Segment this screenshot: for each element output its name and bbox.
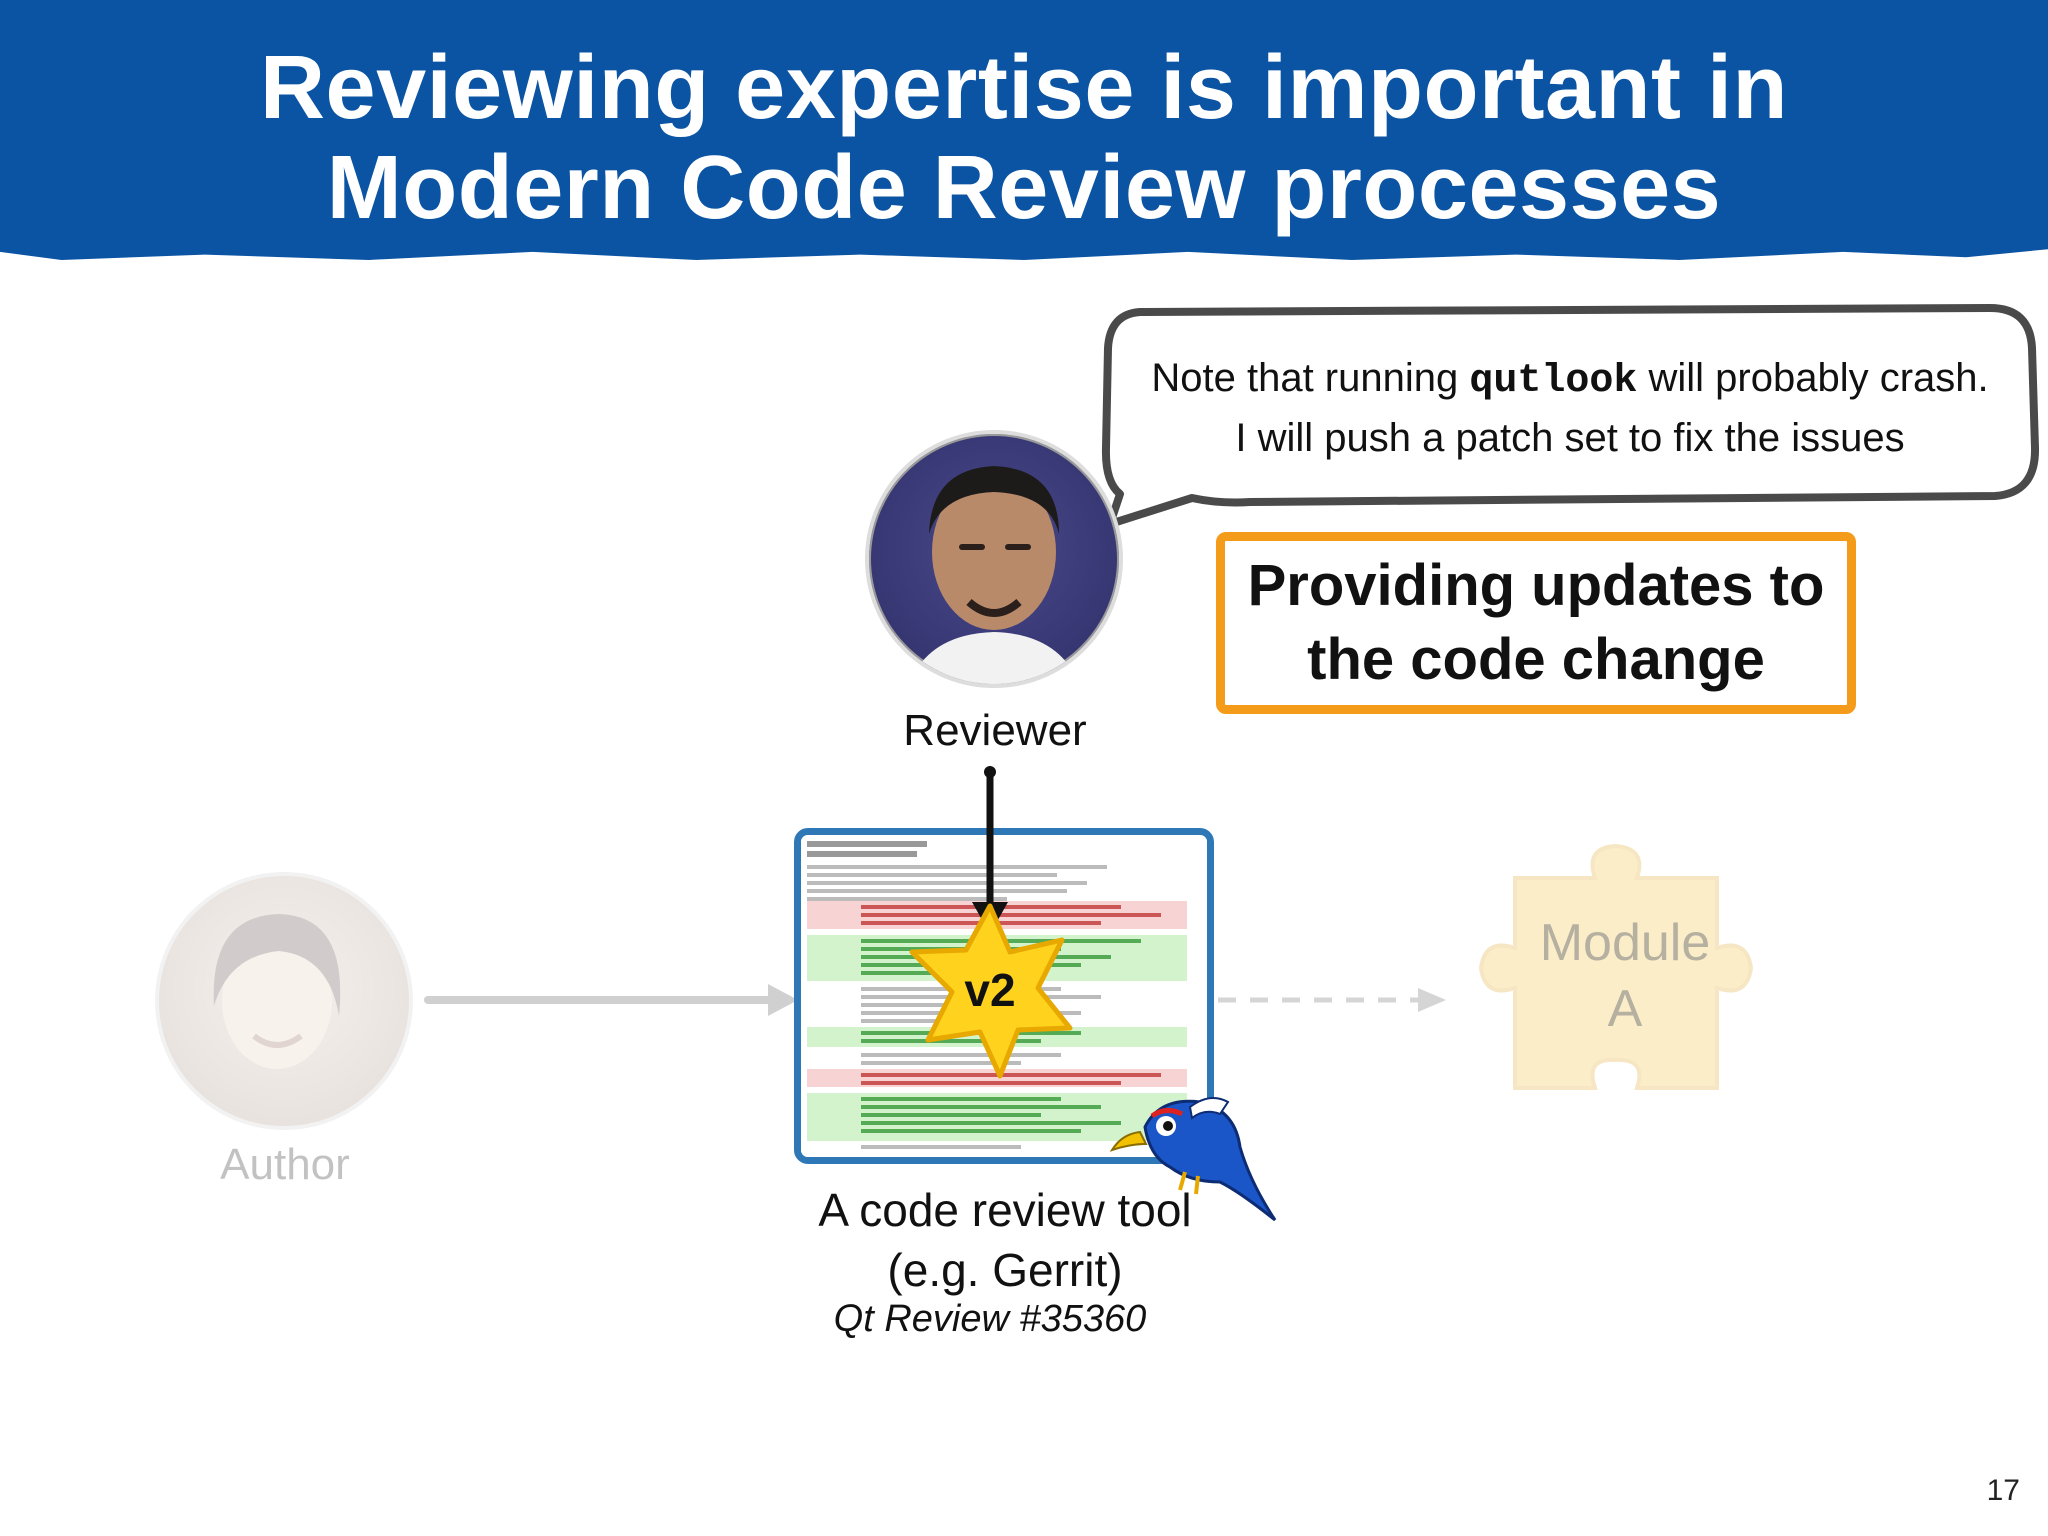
title-banner [0,0,2048,260]
author-portrait-icon [213,914,341,1069]
callout-box: Providing updates to the code change [1216,532,1856,714]
page-number: 17 [1986,1474,2020,1507]
tool-to-module-arrow [1218,988,1446,1012]
bubble-line-1: Note that running qutlook will probably … [1120,350,2020,410]
module-label-line-1: Module [1539,914,1711,972]
author-avatar [155,872,413,1130]
speech-bubble-outline [1101,304,2040,528]
speech-bubble-text: Note that running qutlook will probably … [1120,350,2020,466]
author-label: Author [220,1140,350,1189]
callout-line-2: the code change [1307,627,1765,692]
v2-star-badge: v2 [909,903,1073,1079]
tool-caption-line-1: A code review tool [818,1184,1192,1236]
module-label-line-2: A [1607,980,1643,1038]
module-label: Module A [1475,910,1775,1042]
reviewer-label: Reviewer [903,706,1087,755]
bubble-code-word: qutlook [1469,359,1638,404]
module-puzzle-icon [1478,843,1754,1090]
review-tool-subcaption: Qt Review #35360 [833,1298,1147,1340]
code-review-tool-screenshot [794,828,1214,1164]
callout-line-1: Providing updates to [1247,553,1825,618]
review-tool-caption: A code review tool (e.g. Gerrit) [760,1180,1250,1300]
reviewer-avatar [865,430,1123,688]
title-line-1: Reviewing expertise is important in [260,38,1788,138]
author-to-tool-arrow [424,984,798,1016]
title-line-2: Modern Code Review processes [326,138,1722,238]
reviewer-portrait-icon [909,466,1079,684]
slide-title: Reviewing expertise is important in Mode… [0,38,2048,238]
bubble-line-1-start: Note that running [1151,356,1470,400]
tool-caption-line-2: (e.g. Gerrit) [887,1244,1123,1296]
bubble-line-2: I will push a patch set to fix the issue… [1235,416,1905,460]
bubble-line-1-end: will probably crash. [1637,356,1989,400]
gerrit-bird-icon [1109,1097,1277,1222]
v2-badge-text: v2 [964,964,1015,1016]
